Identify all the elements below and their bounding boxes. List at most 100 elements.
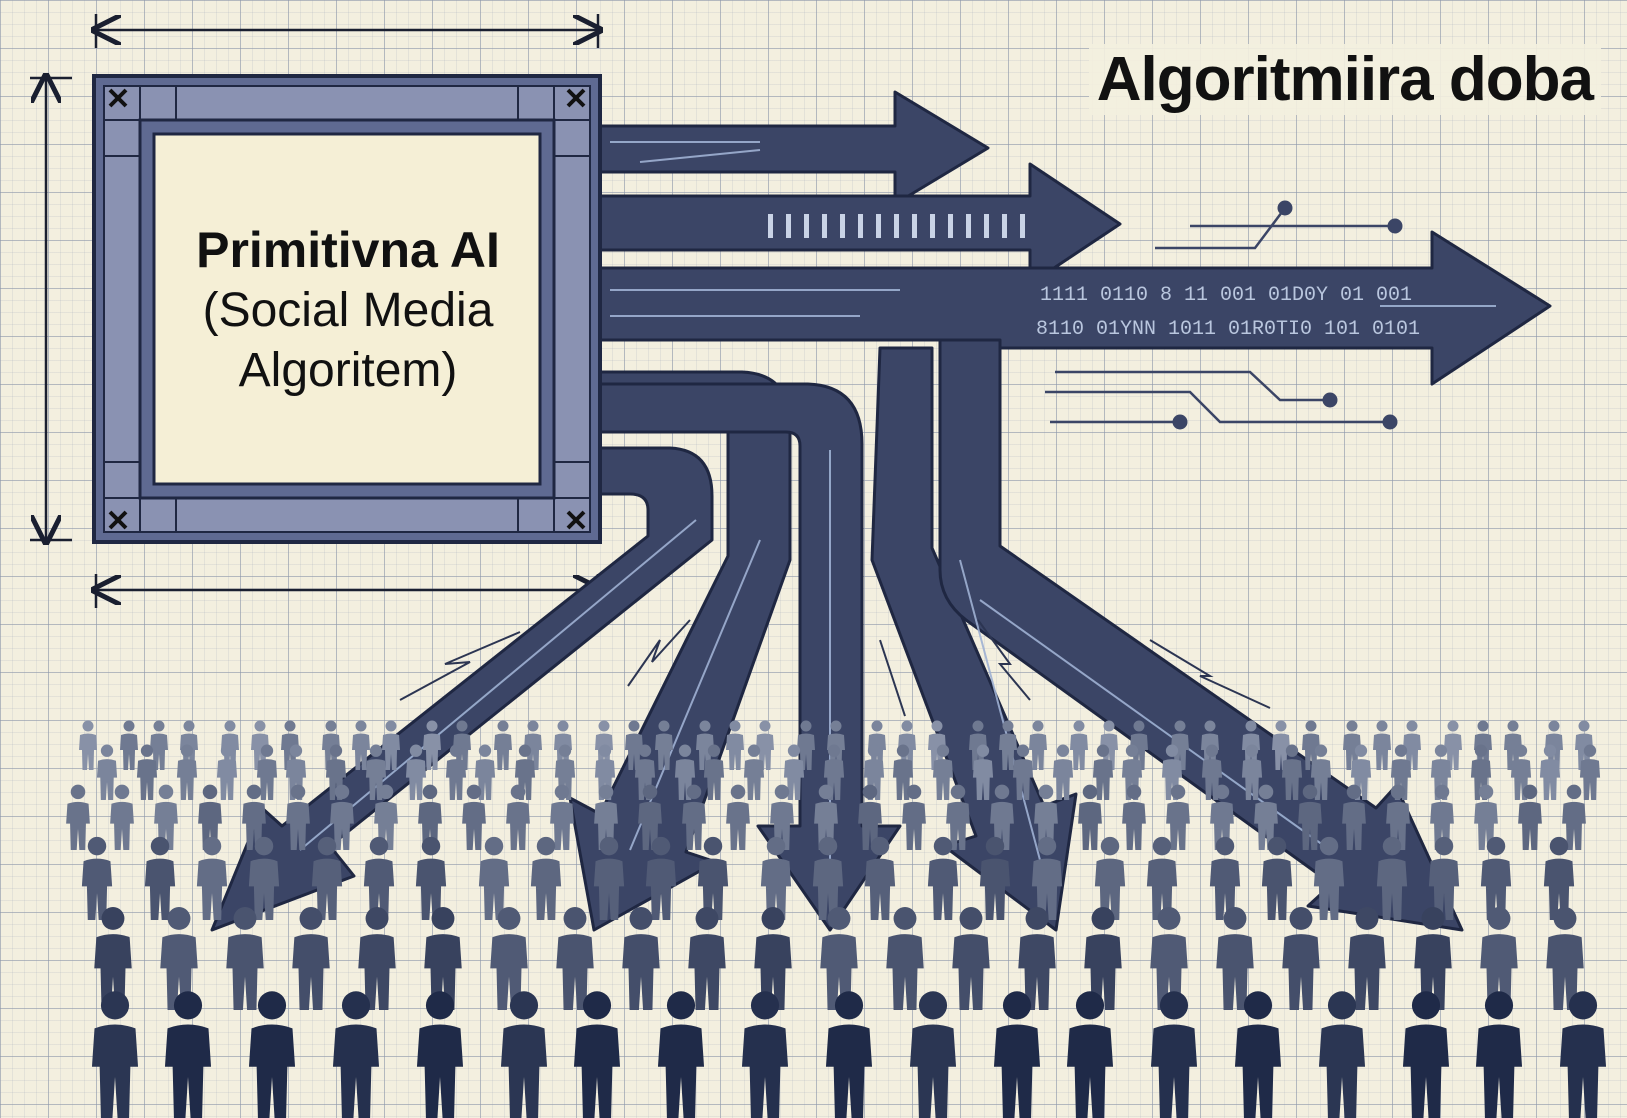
person-icon [952, 907, 990, 1010]
person-icon [478, 836, 510, 920]
person-icon [66, 784, 90, 850]
person-icon [645, 836, 677, 920]
person-icon [423, 720, 441, 770]
person-icon [1241, 744, 1263, 800]
person-icon [726, 784, 750, 850]
person-icon [216, 744, 238, 800]
person-icon [500, 991, 548, 1118]
person-icon [196, 836, 228, 920]
person-icon [1216, 907, 1254, 1010]
person-icon [812, 836, 844, 920]
person-icon [726, 720, 744, 770]
person-icon [91, 991, 139, 1118]
person-icon [902, 784, 926, 850]
person-icon [1070, 720, 1088, 770]
person-icon [1518, 784, 1542, 850]
person-icon [292, 907, 330, 1010]
binary-line-2: 8110 01YNN 1011 01R0TI0 101 0101 [1036, 318, 1420, 341]
person-icon [1052, 744, 1074, 800]
ai-box [92, 74, 602, 544]
person-icon [120, 720, 138, 770]
corner-cross-icon [566, 510, 586, 530]
person-icon [1480, 836, 1512, 920]
person-icon [144, 836, 176, 920]
person-icon [1146, 836, 1178, 920]
person-icon [1092, 744, 1114, 800]
person-icon [248, 836, 280, 920]
person-icon [1209, 836, 1241, 920]
person-icon [622, 907, 660, 1010]
person-icon [445, 744, 467, 800]
person-icon [1029, 720, 1047, 770]
person-icon [176, 744, 198, 800]
person-icon [743, 744, 765, 800]
person-icon [1078, 784, 1102, 850]
person-icon [94, 907, 132, 1010]
person-icon [110, 784, 134, 850]
person-icon [1298, 784, 1322, 850]
arrow-right-3 [596, 230, 1552, 386]
person-icon [932, 744, 954, 800]
person-icon [972, 744, 994, 800]
person-icon [909, 991, 957, 1118]
person-icon [1261, 836, 1293, 920]
crowd [66, 720, 1607, 1118]
arrow-right-1 [596, 90, 990, 206]
person-icon [164, 991, 212, 1118]
person-icon [1150, 907, 1188, 1010]
person-icon [490, 907, 528, 1010]
person-icon [1254, 784, 1278, 850]
person-icon [506, 784, 530, 850]
person-icon [1480, 907, 1518, 1010]
person-icon [418, 784, 442, 850]
person-icon [1031, 836, 1063, 920]
person-icon [754, 907, 792, 1010]
person-icon [332, 991, 380, 1118]
person-icon [1012, 744, 1034, 800]
person-icon [1539, 744, 1561, 800]
person-icon [358, 907, 396, 1010]
dimension-lines [30, 14, 598, 608]
person-icon [416, 991, 464, 1118]
person-icon [226, 907, 264, 1010]
person-icon [1579, 744, 1601, 800]
ai-label-line3: Algoritem) [238, 344, 458, 397]
ai-label-line2: (Social Media [202, 284, 494, 337]
circuit-trace-icon [1055, 370, 1338, 408]
person-icon [1543, 836, 1575, 920]
person-icon [946, 784, 970, 850]
person-icon [96, 744, 118, 800]
diagram-title: Algoritmiira doba [1088, 44, 1601, 115]
person-icon [530, 836, 562, 920]
person-icon [286, 784, 310, 850]
person-icon [979, 836, 1011, 920]
person-icon [1428, 836, 1460, 920]
person-icon [783, 744, 805, 800]
circuit-traces [1045, 200, 1403, 430]
arrow-down-right-1 [938, 338, 1464, 932]
person-icon [993, 991, 1041, 1118]
person-icon [424, 907, 462, 1010]
person-icon [927, 836, 959, 920]
person-icon [741, 991, 789, 1118]
person-icon [382, 720, 400, 770]
person-icon [593, 836, 625, 920]
person-icon [688, 907, 726, 1010]
person-icon [352, 720, 370, 770]
person-icon [1084, 907, 1122, 1010]
person-icon [1414, 907, 1452, 1010]
person-icon [864, 836, 896, 920]
corner-cross-icon [108, 510, 128, 530]
person-icon [405, 744, 427, 800]
person-icon [1546, 907, 1584, 1010]
person-icon [81, 836, 113, 920]
person-icon [682, 784, 706, 850]
ai-label-line1: Primitivna AI [196, 222, 500, 278]
person-icon [1402, 991, 1450, 1118]
person-icon [697, 836, 729, 920]
person-icon [1034, 784, 1058, 850]
person-icon [1166, 784, 1190, 850]
person-icon [256, 744, 278, 800]
ai-box-label: Primitivna AI (Social Media Algoritem) [156, 136, 540, 484]
